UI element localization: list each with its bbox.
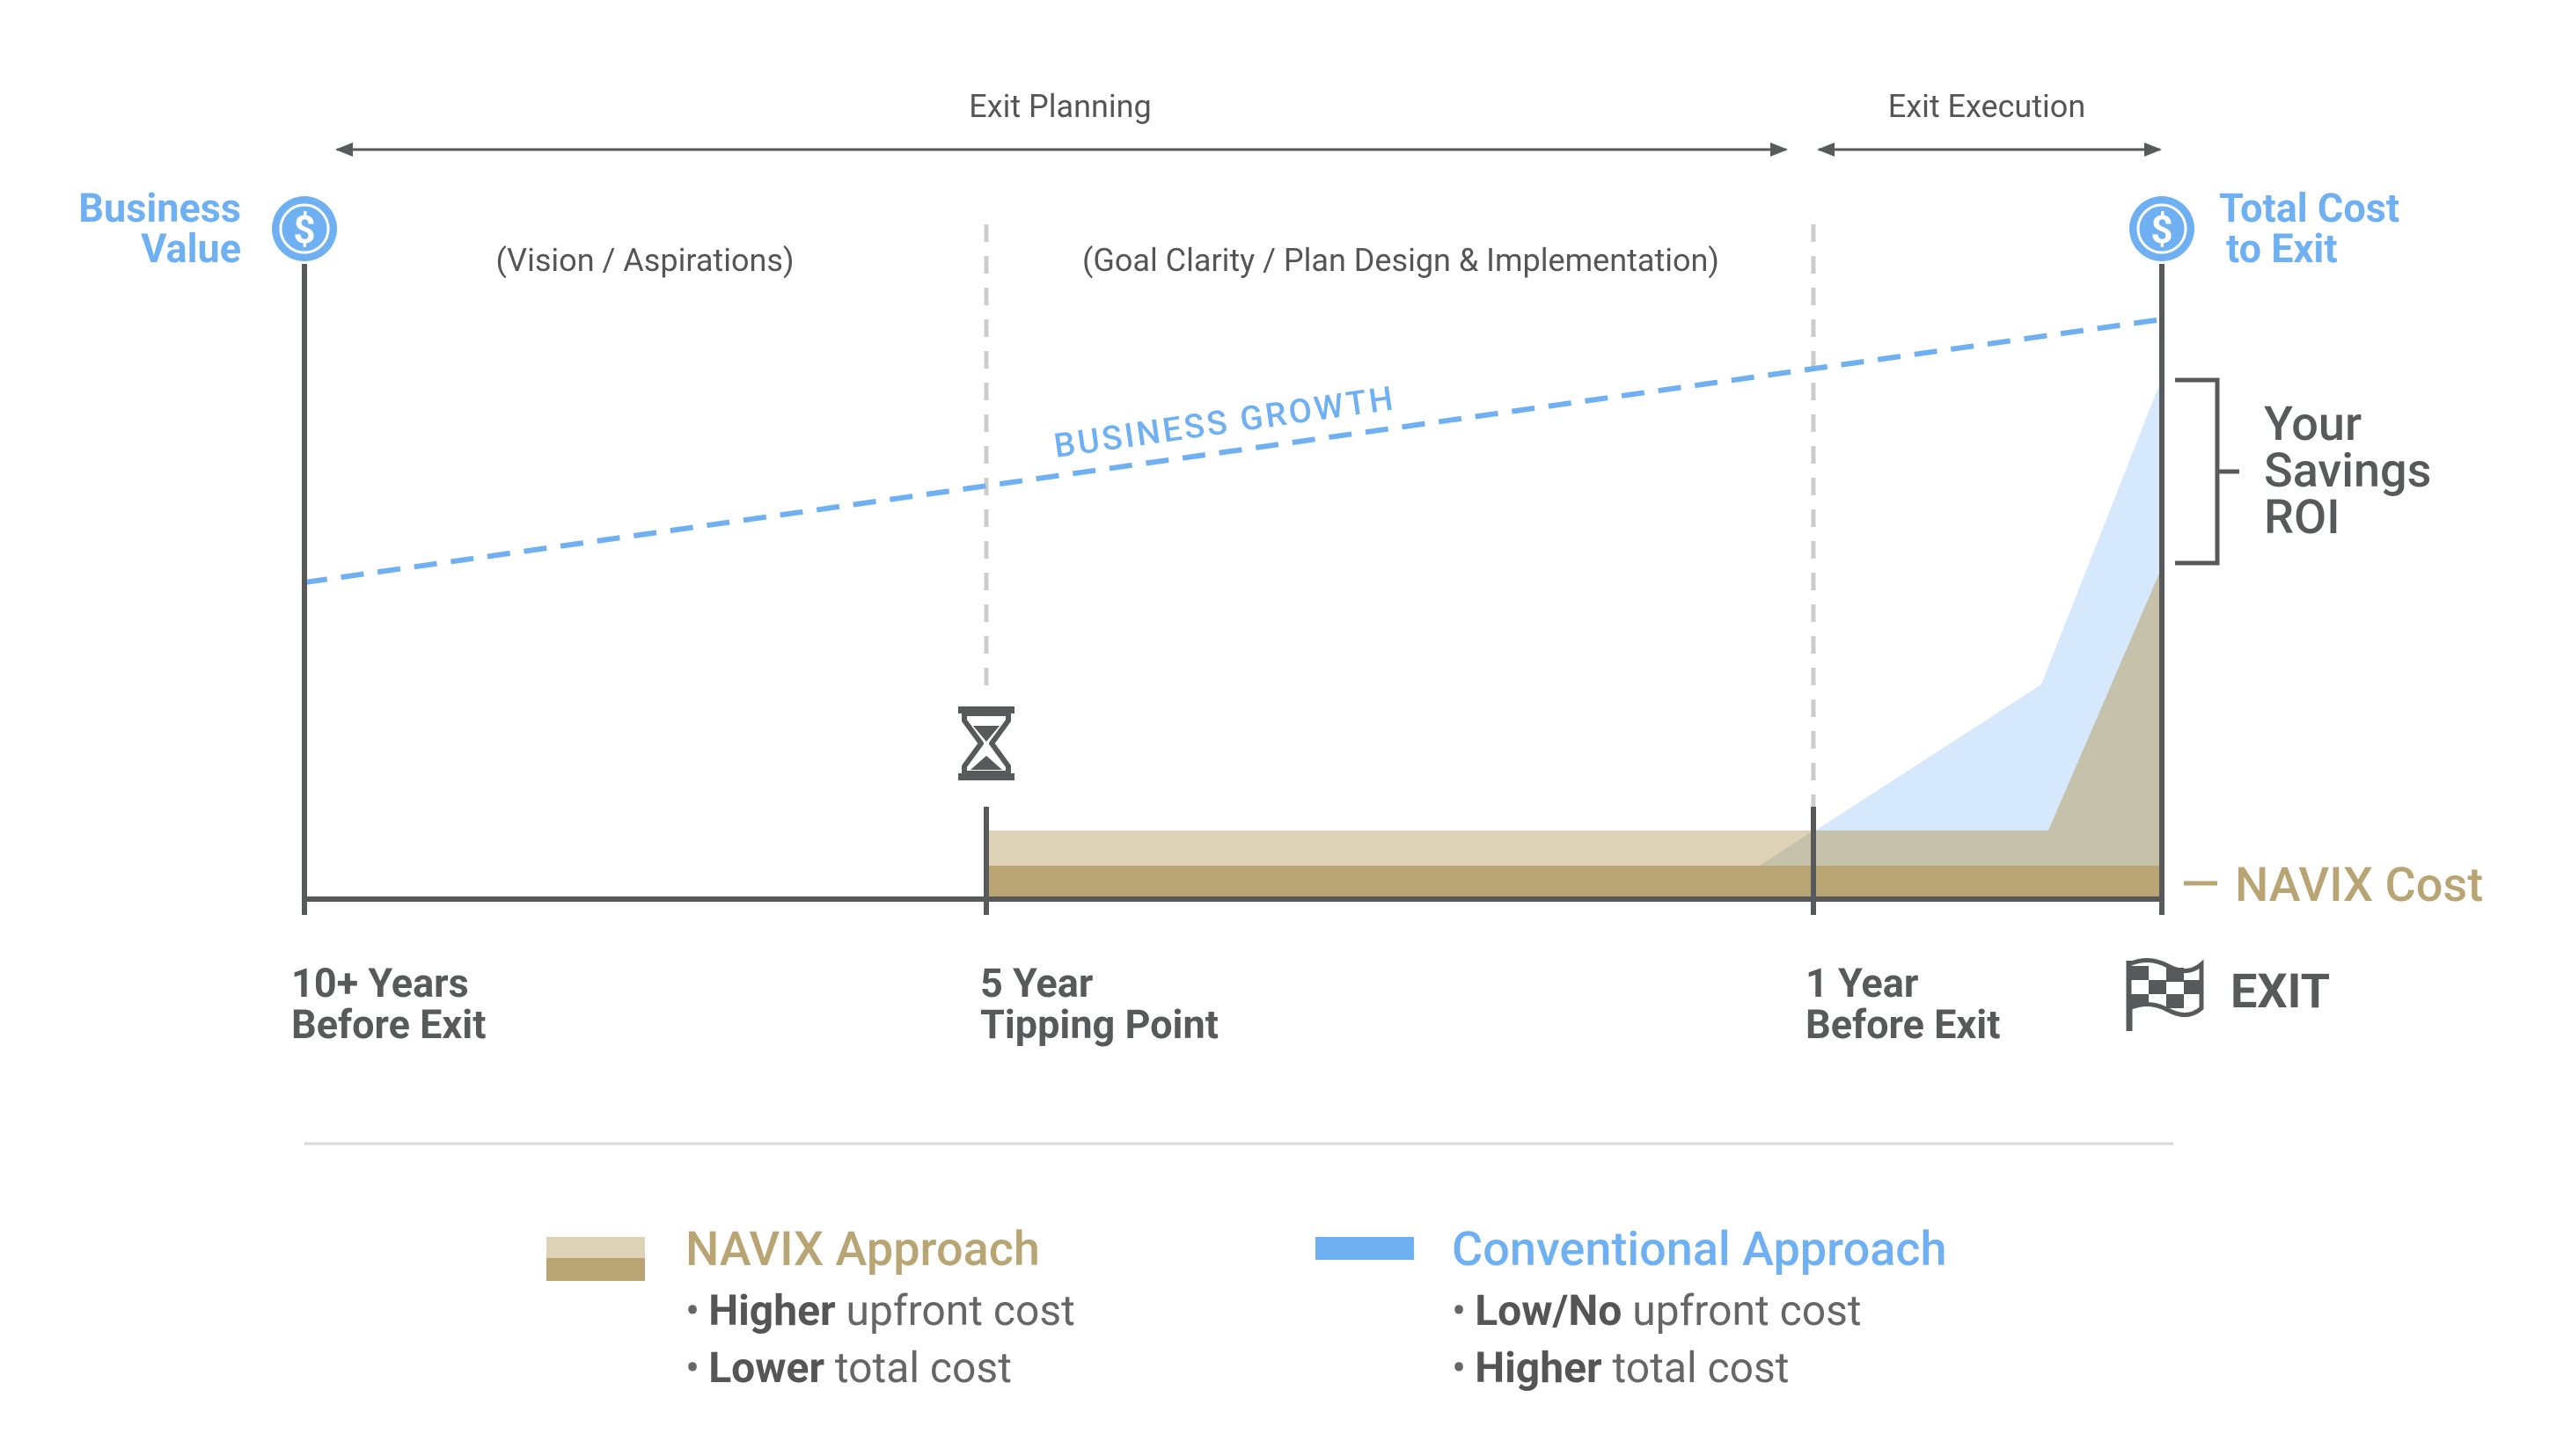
- conventional-legend-bullet-1: •Low/No upfront cost: [1452, 1285, 1862, 1335]
- timeline-label-1-year-line1: 1 Year: [1806, 960, 1918, 1006]
- navix-cost-label: NAVIX Cost: [2235, 858, 2483, 913]
- dollar-icon: $: [272, 196, 337, 261]
- dollar-symbol: $: [2150, 207, 2172, 252]
- savings-label-line2: Savings: [2264, 443, 2431, 499]
- business-growth-line: [304, 317, 2163, 585]
- total-cost-label-line2: to Exit: [2226, 225, 2338, 272]
- navix-base-cost-band: [986, 866, 2162, 899]
- conventional-legend-title: Conventional Approach: [1452, 1222, 1947, 1277]
- business-value-label-line2: Value: [141, 225, 241, 272]
- savings-label-line3: ROI: [2264, 490, 2340, 545]
- conventional-cost-area: [1760, 378, 2162, 899]
- total-cost-label-line1: Total Cost: [2219, 185, 2399, 231]
- navix-legend-swatch: [546, 1237, 645, 1281]
- savings-label-line1: Your: [2264, 397, 2362, 452]
- exit-planning-label: Exit Planning: [969, 88, 1151, 125]
- timeline-label-10-years-line2: Before Exit: [291, 1001, 486, 1048]
- dollar-symbol: $: [293, 207, 315, 252]
- hourglass-icon: [958, 706, 1014, 780]
- navix-legend-title: NAVIX Approach: [685, 1222, 1040, 1277]
- checkered-flag-icon: [2126, 958, 2204, 1031]
- exit-execution-label: Exit Execution: [1888, 88, 2085, 125]
- timeline-label-10-years-line1: 10+ Years: [291, 960, 469, 1006]
- navix-total-cost-area: [1760, 567, 2162, 866]
- navix-legend-bullet-2: •Lower total cost: [685, 1343, 1012, 1393]
- goal-clarity-label: (Goal Clarity / Plan Design & Implementa…: [1082, 242, 1719, 279]
- dollar-icon: $: [2129, 196, 2194, 261]
- savings-bracket: [2175, 377, 2239, 566]
- navix-legend-bullet-1: •Higher upfront cost: [685, 1285, 1075, 1335]
- conventional-legend-swatch: [1315, 1237, 1414, 1260]
- timeline-label-5-year-line2: Tipping Point: [980, 1001, 1219, 1048]
- exit-label: EXIT: [2230, 964, 2330, 1020]
- vision-aspirations-label: (Vision / Aspirations): [496, 242, 795, 279]
- conventional-legend-bullet-2: •Higher total cost: [1452, 1343, 1790, 1393]
- business-value-label-line1: Business: [78, 185, 241, 231]
- timeline-label-5-year-line1: 5 Year: [980, 960, 1093, 1006]
- timeline-label-1-year-line2: Before Exit: [1806, 1001, 2000, 1048]
